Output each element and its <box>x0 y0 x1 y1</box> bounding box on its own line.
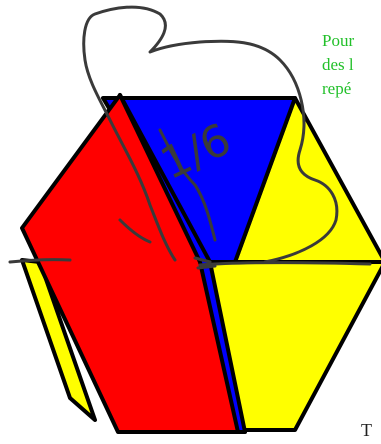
side-text-line-1: Pour <box>322 30 354 52</box>
side-text-line-2: des l <box>322 54 354 76</box>
side-text-line-3: repé <box>322 78 351 100</box>
bottom-text: T <box>361 420 372 441</box>
